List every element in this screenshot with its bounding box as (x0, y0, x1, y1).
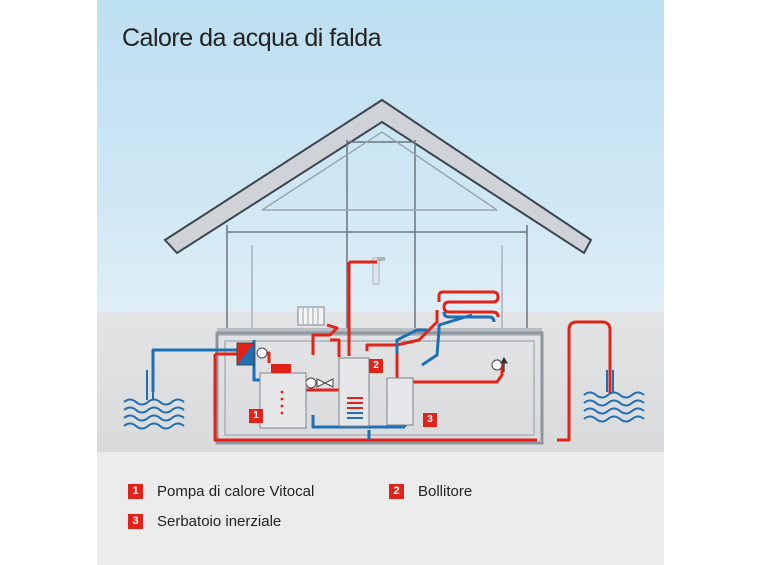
legend-label: Pompa di calore Vitocal (157, 483, 315, 500)
heat-pump-number-tag: 1 (249, 409, 263, 423)
legend-number: 3 (128, 514, 143, 529)
water-heater (338, 357, 370, 427)
well-right (583, 370, 645, 423)
basement (215, 331, 544, 445)
house-walls (226, 131, 528, 330)
legend-label: Serbatoio inerziale (157, 513, 282, 530)
diagram-panel: Calore da acqua di falda (97, 0, 664, 565)
flow-arrow (500, 357, 508, 372)
heat-pump (259, 364, 307, 429)
legend-item-buffer-tank: 3 Serbatoio inerziale (128, 513, 281, 530)
valve (316, 378, 334, 388)
heat-exchanger (236, 342, 255, 366)
roof (163, 98, 593, 255)
buffer-tank-number-tag: 3 (423, 413, 437, 427)
pump (256, 347, 503, 389)
legend-area (97, 452, 664, 565)
legend-number: 2 (389, 484, 404, 499)
house-scene (123, 98, 645, 445)
legend-number: 1 (128, 484, 143, 499)
well-left (123, 370, 185, 430)
legend-label: Bollitore (418, 483, 473, 500)
legend-item-heat-pump: 1 Pompa di calore Vitocal (128, 483, 314, 500)
diagram-title: Calore da acqua di falda (122, 24, 382, 52)
shower (372, 257, 385, 285)
radiator (297, 306, 325, 326)
legend-item-water-heater: 2 Bollitore (389, 483, 472, 500)
water-heater-number-tag: 2 (369, 359, 383, 373)
buffer-tank (386, 377, 414, 426)
